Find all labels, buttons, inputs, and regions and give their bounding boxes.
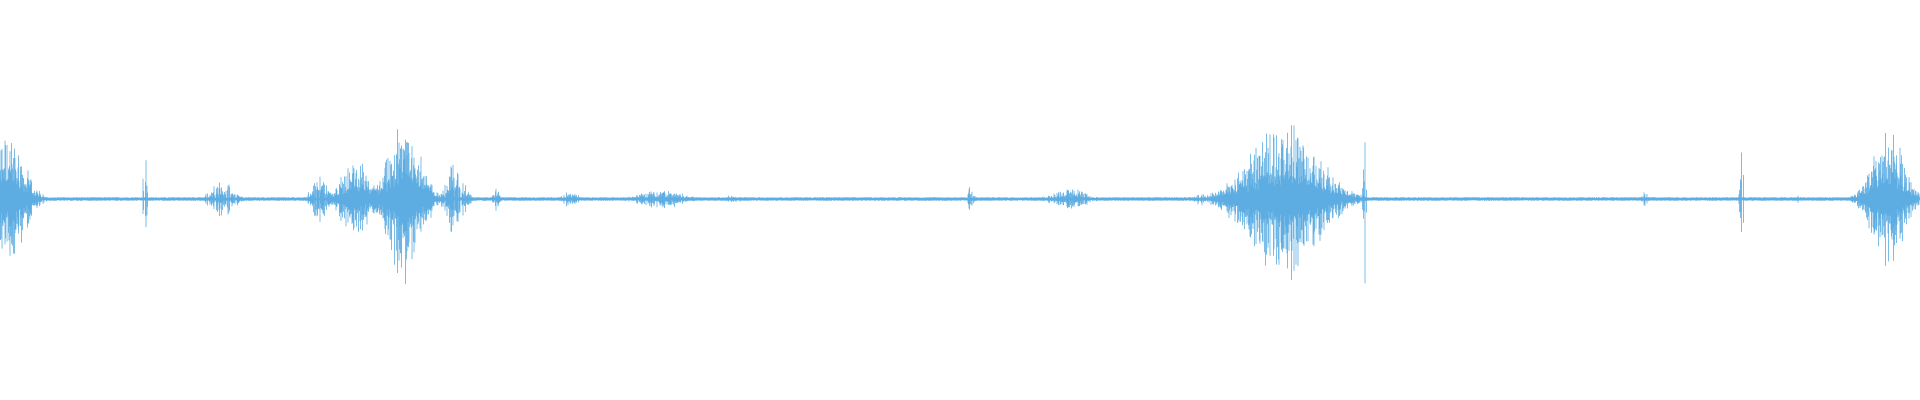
waveform-path [0, 125, 1920, 284]
waveform-samples [0, 125, 1920, 284]
